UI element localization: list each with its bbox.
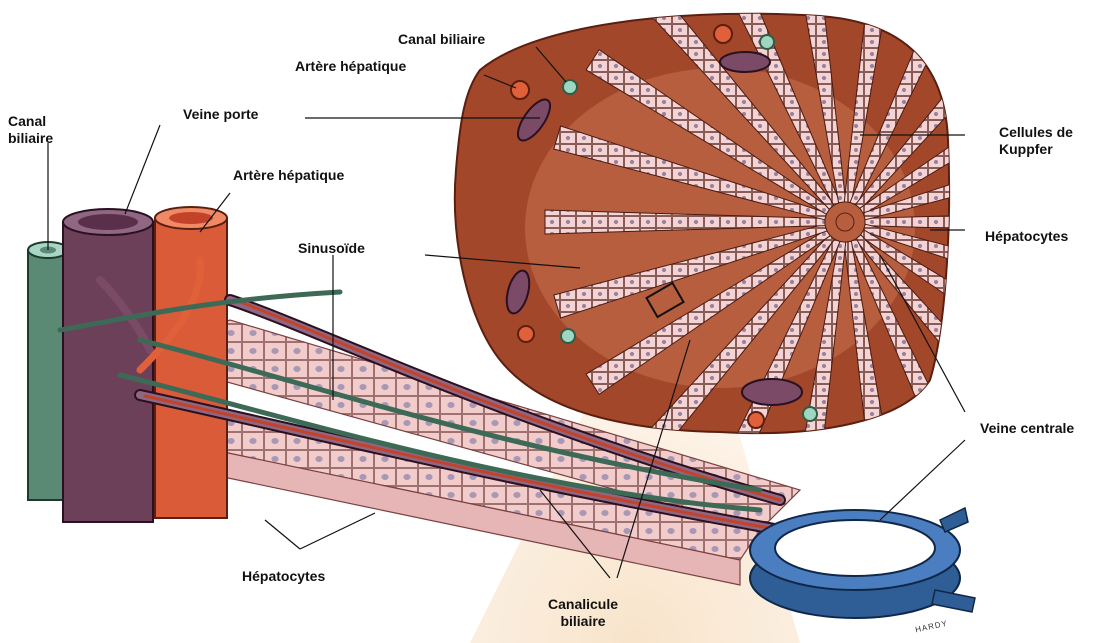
portal-vein-column: [63, 209, 153, 522]
label-canal-biliaire-top: Canal biliaire: [398, 31, 485, 48]
label-canal-biliaire-left: Canal biliaire: [8, 113, 53, 147]
label-veine-porte: Veine porte: [183, 106, 258, 123]
label-sinusoide: Sinusoïde: [298, 240, 365, 257]
label-hepatocytes-right: Hépatocytes: [985, 228, 1068, 245]
central-vein: [740, 508, 975, 622]
label-artere-hepatique-left: Artère hépatique: [233, 167, 344, 184]
label-cellules-kuppfer: Cellules de Kuppfer: [999, 124, 1073, 158]
label-artere-hepatique-top: Artère hépatique: [295, 58, 406, 75]
label-veine-centrale: Veine centrale: [980, 420, 1074, 437]
label-canalicule-biliaire: Canalicule biliaire: [548, 596, 618, 630]
label-hepatocytes-bottom: Hépatocytes: [242, 568, 325, 585]
